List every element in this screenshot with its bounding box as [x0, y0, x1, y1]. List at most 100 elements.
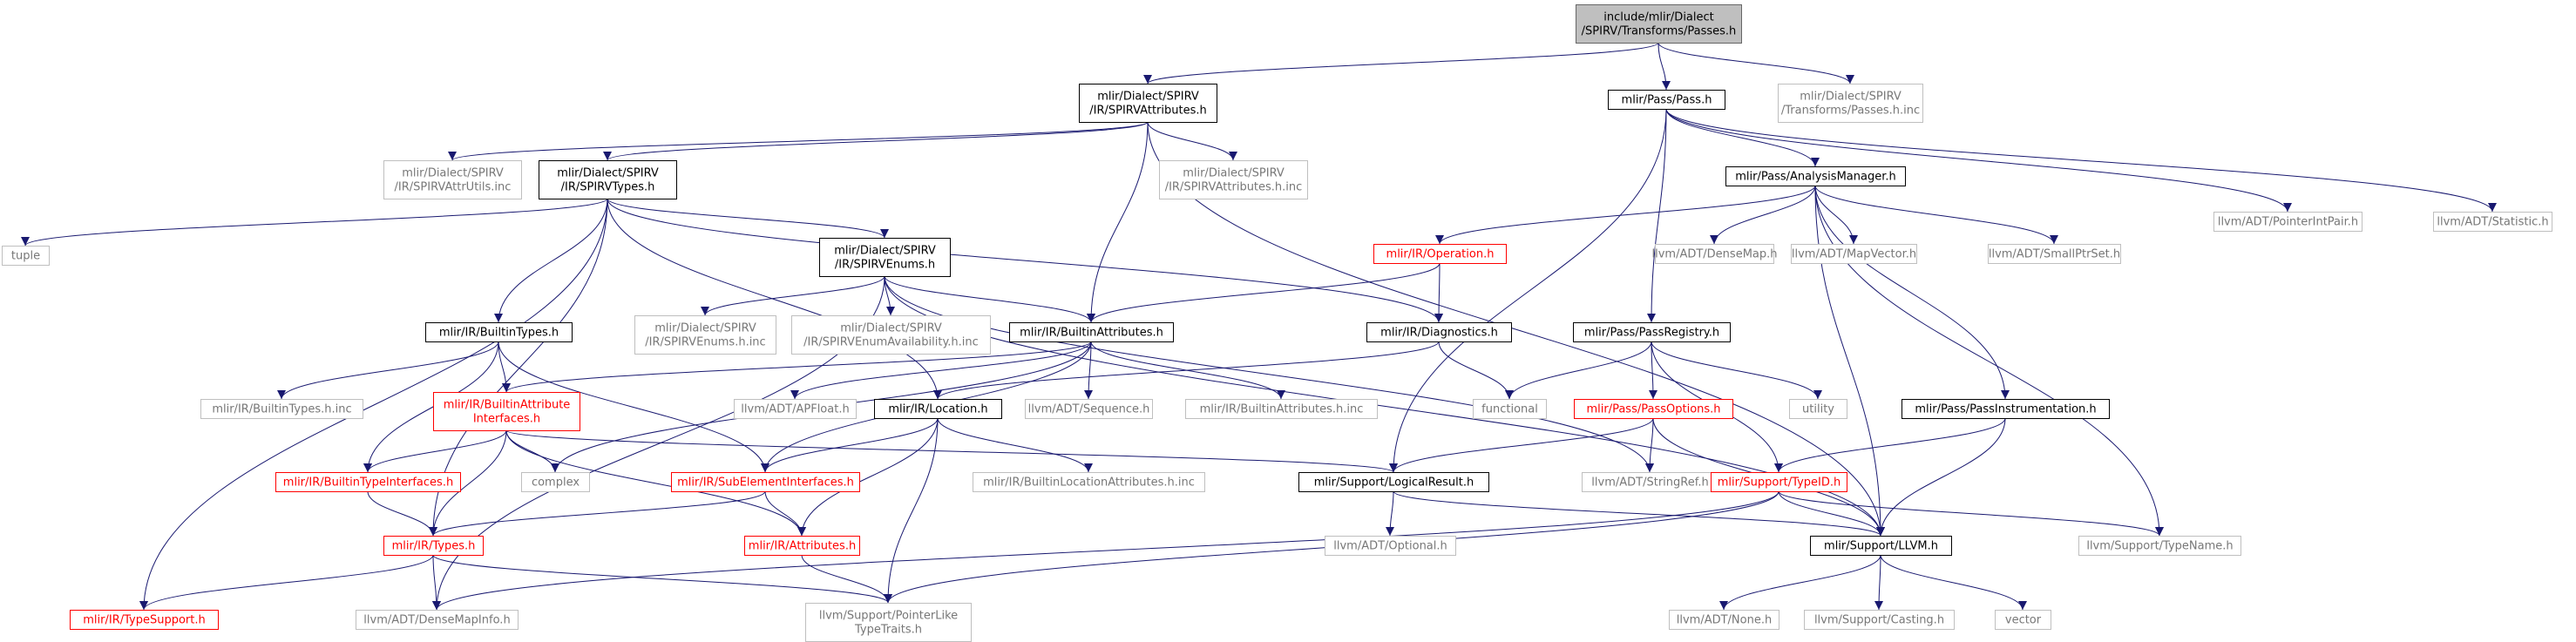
edge-spirvtypes-to-diagnostics: [607, 198, 1443, 323]
node-operation[interactable]: mlir/IR/Operation.h: [1373, 244, 1507, 264]
edge-llvmh-to-casting: [1874, 554, 1884, 611]
edge-spirvattr-to-spirvattrinc: [1147, 121, 1237, 161]
node-builtinattrs[interactable]: mlir/IR/BuiltinAttributes.h: [1009, 322, 1174, 342]
node-subelemifaces[interactable]: mlir/IR/SubElementInterfaces.h: [671, 472, 860, 492]
node-box: [1473, 399, 1547, 419]
node-label: mlir/Dialect/SPIRV: [1183, 167, 1285, 180]
node-label: mlir/Dialect/SPIRV: [402, 167, 504, 180]
node-ptrintpair[interactable]: llvm/ADT/PointerIntPair.h: [2213, 212, 2362, 232]
node-box: [425, 322, 573, 342]
edge-location-to-ptrliketraits: [884, 417, 939, 604]
node-smallptrset[interactable]: llvm/ADT/SmallPtrSet.h: [1988, 244, 2121, 264]
node-mapvector[interactable]: llvm/ADT/MapVector.h: [1791, 244, 1917, 264]
node-label: llvm/ADT/PointerIntPair.h: [2218, 216, 2358, 229]
node-box: [1025, 399, 1153, 419]
node-sequence[interactable]: llvm/ADT/Sequence.h: [1025, 399, 1153, 419]
node-builtintypesinc[interactable]: mlir/IR/BuiltinTypes.h.inc: [200, 399, 363, 419]
node-attributes[interactable]: mlir/IR/Attributes.h: [744, 536, 860, 556]
node-box: [1573, 322, 1731, 342]
node-attrutils[interactable]: mlir/Dialect/SPIRV/IR/SPIRVAttrUtils.inc: [383, 160, 522, 199]
edge-irtypes-to-ptrliketraits: [432, 554, 892, 604]
node-vector[interactable]: vector: [1995, 610, 2051, 630]
node-label: mlir/IR/TypeSupport.h: [83, 614, 205, 627]
edge-analysismgr-to-densemap: [1710, 185, 1816, 245]
node-location[interactable]: mlir/IR/Location.h: [874, 399, 1002, 419]
edge-builtinattrifaces-to-complex: [505, 429, 559, 473]
node-box: [1791, 244, 1917, 264]
node-builtinattrsinc[interactable]: mlir/IR/BuiltinAttributes.h.inc: [1185, 399, 1378, 419]
node-builtintypes[interactable]: mlir/IR/BuiltinTypes.h: [425, 322, 573, 342]
node-label: /IR/SPIRVAttributes.h.inc: [1165, 181, 1303, 194]
node-label: mlir/IR/Diagnostics.h: [1380, 327, 1498, 340]
node-label: /IR/SPIRVAttributes.h: [1089, 105, 1206, 118]
node-label: llvm/ADT/SmallPtrSet.h: [1989, 248, 2120, 261]
node-enumsinc[interactable]: mlir/Dialect/SPIRV/IR/SPIRVEnums.h.inc: [634, 315, 776, 355]
node-statistic[interactable]: llvm/ADT/Statistic.h: [2433, 212, 2552, 232]
node-box: [671, 472, 860, 492]
node-box: [874, 399, 1002, 419]
node-box: [1988, 244, 2121, 264]
node-spirvattrinc[interactable]: mlir/Dialect/SPIRV/IR/SPIRVAttributes.h.…: [1159, 160, 1308, 199]
node-box: [744, 536, 860, 556]
node-label: mlir/IR/BuiltinTypes.h: [439, 327, 559, 340]
node-box: [634, 315, 776, 355]
node-box: [1373, 244, 1507, 264]
node-diagnostics[interactable]: mlir/IR/Diagnostics.h: [1366, 322, 1512, 342]
node-none[interactable]: llvm/ADT/None.h: [1669, 610, 1779, 630]
node-label: /SPIRV/Transforms/Passes.h: [1582, 25, 1737, 38]
node-llvmh[interactable]: mlir/Support/LLVM.h: [1810, 536, 1952, 556]
node-label: llvm/ADT/MapVector.h: [1792, 248, 1916, 261]
edge-passinstr-to-llvmh: [1876, 417, 2006, 537]
edge-analysismgr-to-mapvector: [1814, 185, 1858, 245]
edge-passh-to-ptrintpair: [1665, 108, 2292, 213]
node-tuple[interactable]: tuple: [2, 246, 50, 266]
node-passesinc[interactable]: mlir/Dialect/SPIRV/Transforms/Passes.h.i…: [1778, 84, 1923, 123]
node-box: [356, 610, 519, 630]
node-builtintypeifaces[interactable]: mlir/IR/BuiltinTypeInterfaces.h: [275, 472, 461, 492]
edge-spirvenums-to-builtinattrs: [884, 275, 1095, 323]
node-utility[interactable]: utility: [1789, 399, 1847, 419]
node-densemapinfo[interactable]: llvm/ADT/DenseMapInfo.h: [356, 610, 519, 630]
node-functional[interactable]: functional: [1473, 399, 1547, 419]
node-casting[interactable]: llvm/Support/Casting.h: [1804, 610, 1955, 630]
node-label: mlir/Pass/PassOptions.h: [1586, 403, 1720, 416]
node-spirvattr[interactable]: mlir/Dialect/SPIRV/IR/SPIRVAttributes.h: [1079, 84, 1217, 123]
node-densemap[interactable]: llvm/ADT/DenseMap.h: [1651, 244, 1778, 264]
node-box: [1608, 90, 1725, 110]
node-root[interactable]: include/mlir/Dialect/SPIRV/Transforms/Pa…: [1576, 4, 1742, 44]
node-box: [383, 160, 522, 199]
node-passinstr[interactable]: mlir/Pass/PassInstrumentation.h: [1901, 399, 2110, 419]
edge-builtinattrs-to-apfloat: [790, 341, 1092, 400]
edge-analysismgr-to-typename: [1814, 185, 2164, 537]
node-label: llvm/ADT/StringRef.h: [1591, 476, 1708, 490]
node-logicalresult[interactable]: mlir/Support/LogicalResult.h: [1298, 472, 1489, 492]
node-typesupport[interactable]: mlir/IR/TypeSupport.h: [70, 610, 219, 630]
edge-spirvtypes-to-spirvenums: [607, 198, 889, 239]
edge-passh-to-statistic: [1665, 108, 2497, 213]
node-complex[interactable]: complex: [521, 472, 590, 492]
edge-location-to-attributes: [797, 417, 939, 537]
node-label: mlir/IR/Location.h: [888, 403, 987, 416]
node-passregistry[interactable]: mlir/Pass/PassRegistry.h: [1573, 322, 1731, 342]
node-enumavail[interactable]: mlir/Dialect/SPIRV/IR/SPIRVEnumAvailabil…: [791, 315, 991, 355]
node-box: [1185, 399, 1378, 419]
node-apfloat[interactable]: llvm/ADT/APFloat.h: [734, 399, 857, 419]
node-box: [2213, 212, 2362, 232]
node-stringref[interactable]: llvm/ADT/StringRef.h: [1582, 472, 1718, 492]
node-spirvtypes[interactable]: mlir/Dialect/SPIRV/IR/SPIRVTypes.h: [539, 160, 677, 199]
node-box: [1576, 4, 1742, 44]
node-optional[interactable]: llvm/ADT/Optional.h: [1325, 536, 1456, 556]
node-passh[interactable]: mlir/Pass/Pass.h: [1608, 90, 1725, 110]
node-irtypes[interactable]: mlir/IR/Types.h: [383, 536, 484, 556]
node-builtinlocinc[interactable]: mlir/IR/BuiltinLocationAttributes.h.inc: [973, 472, 1205, 492]
edge-spirvtypes-to-tuple: [21, 198, 608, 247]
node-typename[interactable]: llvm/Support/TypeName.h: [2078, 536, 2241, 556]
node-label: llvm/ADT/Statistic.h: [2437, 216, 2548, 229]
node-spirvenums[interactable]: mlir/Dialect/SPIRV/IR/SPIRVEnums.h: [819, 238, 951, 277]
node-typeid[interactable]: mlir/Support/TypeID.h: [1711, 472, 1847, 492]
node-passoptions[interactable]: mlir/Pass/PassOptions.h: [1574, 399, 1733, 419]
node-analysismgr[interactable]: mlir/Pass/AnalysisManager.h: [1725, 166, 1906, 186]
